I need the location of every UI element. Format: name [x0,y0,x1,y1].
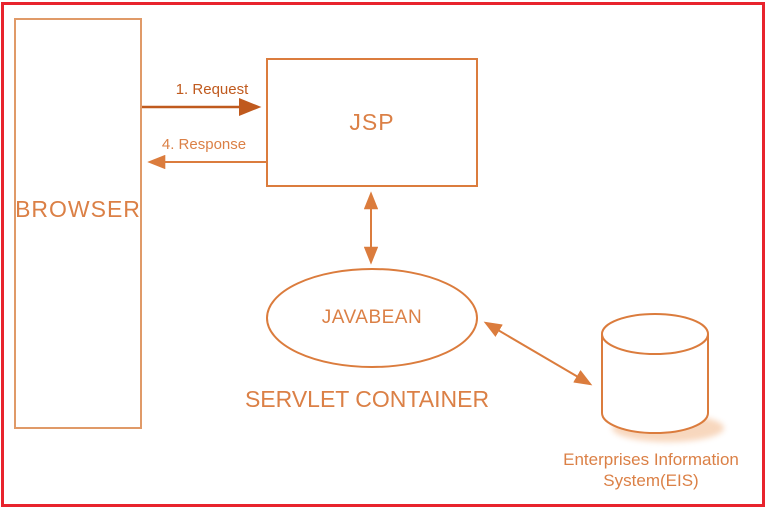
browser-label: BROWSER [15,196,141,222]
eis-label-line2: System(EIS) [603,471,699,490]
javabean-eis-arrow [483,321,593,386]
javabean-label: JAVABEAN [321,307,423,328]
jsp-label: JSP [349,109,395,135]
request-arrow-label: 1. Request [175,81,249,98]
eis-label-line1: Enterprises Information [563,450,739,469]
database-cylinder-top [601,313,709,355]
eis-label: Enterprises Information System(EIS) [544,449,758,491]
servlet-container-label: SERVLET CONTAINER [244,386,490,412]
database-cylinder-body [601,334,709,434]
browser-box [14,18,142,429]
jsp-box [266,58,478,187]
javabean-ellipse [266,268,478,368]
response-arrow-label: 4. Response [161,136,247,153]
